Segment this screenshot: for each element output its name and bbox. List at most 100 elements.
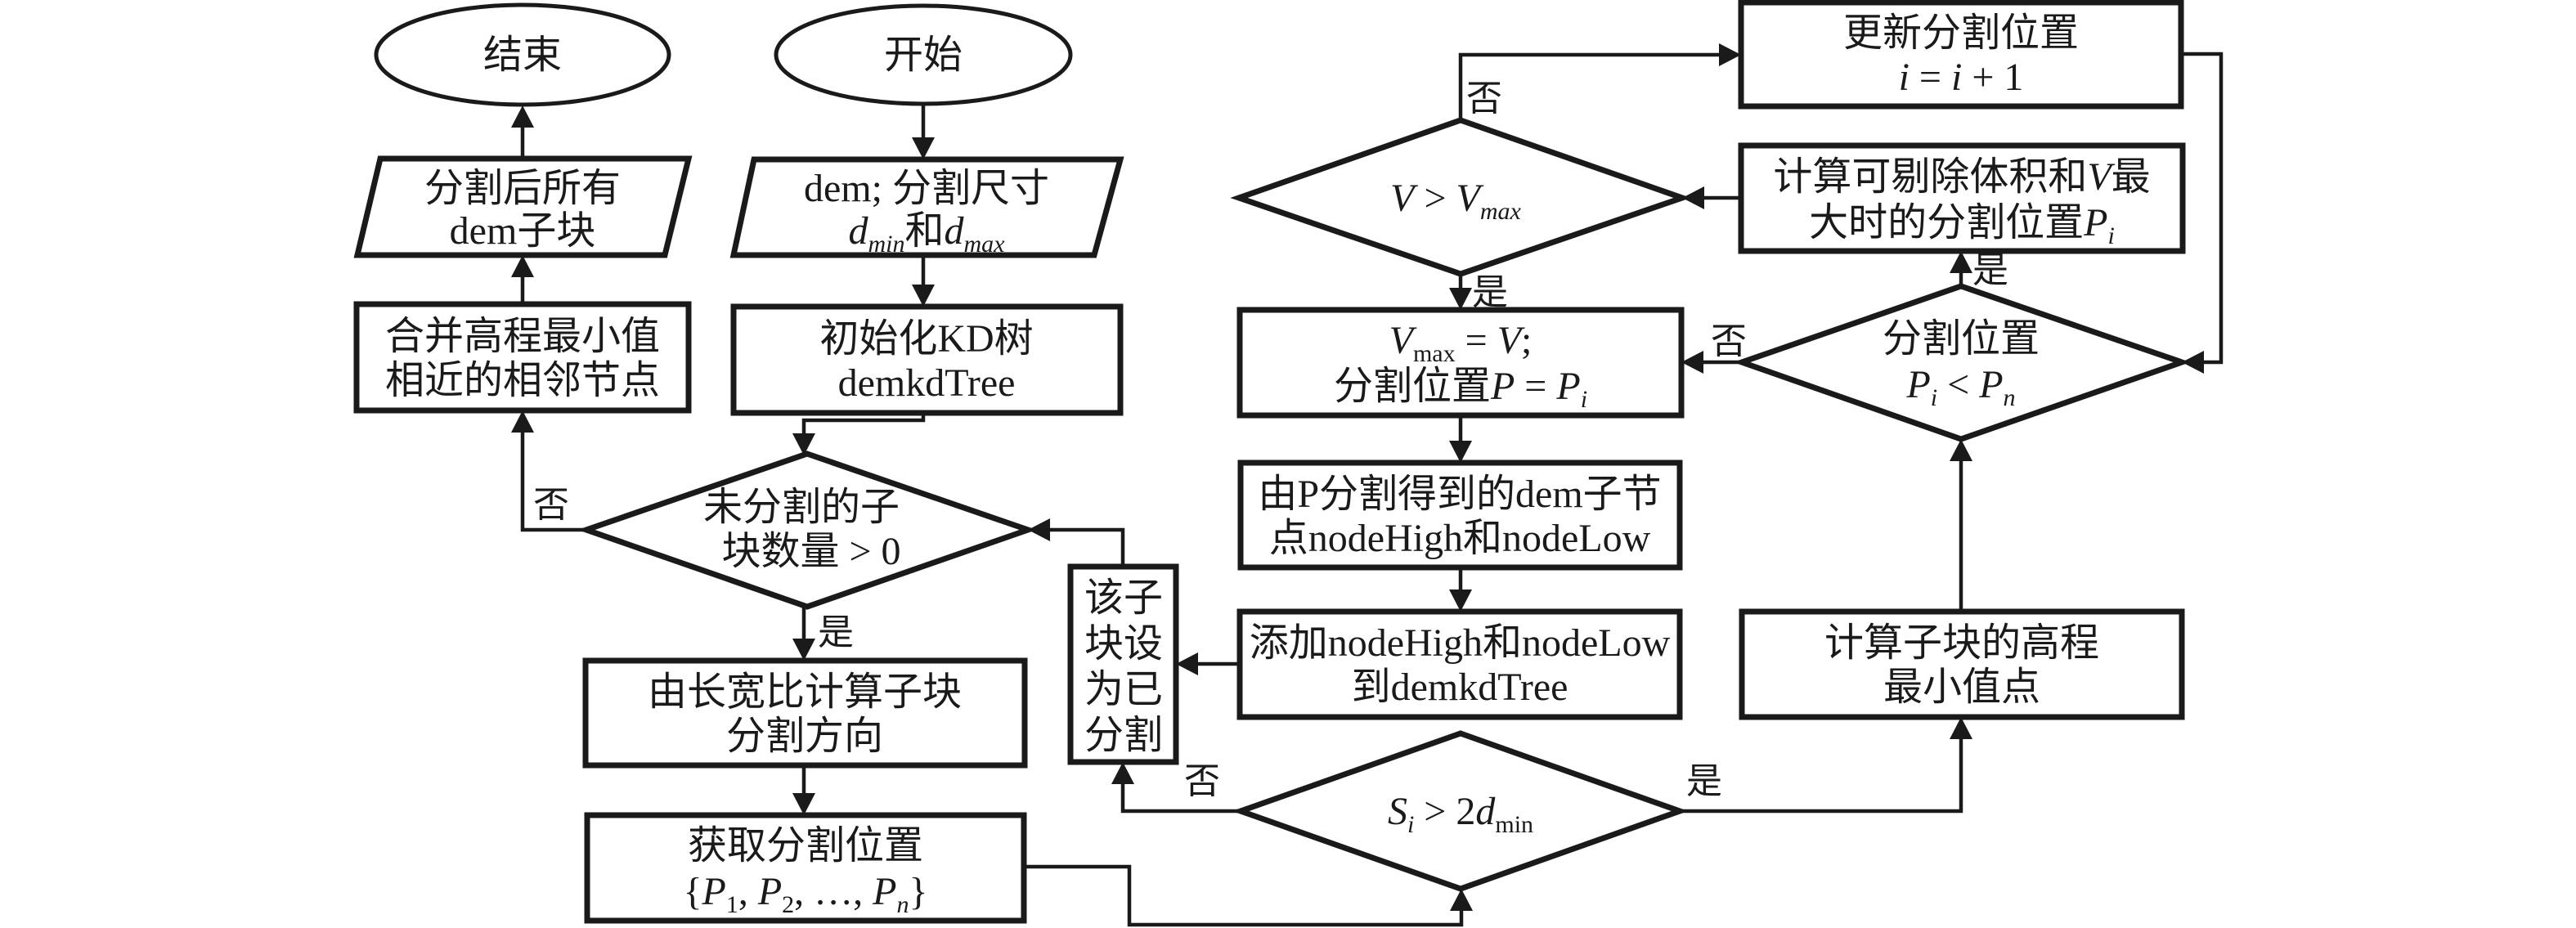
arrowhead-right <box>1719 43 1741 66</box>
edge-labels: 否 是 否 是 否 是 否 是 <box>533 78 2008 801</box>
math-d: d <box>945 209 965 253</box>
arrowhead-left <box>1176 652 1198 675</box>
math-v: V <box>2087 155 2115 199</box>
node-input-line1: dem; 分割尺寸 <box>804 167 1049 210</box>
node-add-line1: 添加nodeHigh和nodeLow <box>1250 621 1671 665</box>
decision-size-shape <box>1232 730 1689 892</box>
process-calcmin-shape <box>1739 608 2185 720</box>
decision-unsplit-shape <box>577 451 1037 610</box>
math-gt-2: > 2 <box>1414 790 1475 833</box>
node-pos-line1: 分割位置 <box>1883 317 2040 361</box>
terminal-start-shape <box>774 3 1073 106</box>
node-volume-line2: 大时的分割位置Pi <box>1809 201 2115 249</box>
math-sub-max: max <box>1480 198 1522 225</box>
brace-open: { <box>683 870 702 913</box>
label-no-sizecheck: 否 <box>1184 761 1220 801</box>
node-vmax-line1: Vmax = V; <box>1389 319 1533 367</box>
decision-pos-shape <box>1733 283 2191 442</box>
edge-sizecheck-calcmin <box>1680 737 1963 814</box>
node-update-line2: i = i + 1 <box>1899 56 2024 99</box>
math-v: V <box>1389 319 1417 362</box>
math-lt: < <box>1937 363 1979 406</box>
node-get-positions: 获取分割位置 {P1, P2, …, Pn} <box>584 812 1027 924</box>
process-mark-shape <box>1067 563 1179 765</box>
node-input: dem; 分割尺寸 dmin和dmax <box>729 156 1124 258</box>
math-sub-n: n <box>896 891 909 918</box>
node-mark-line4: 分割 <box>1084 714 1163 757</box>
process-volume-shape <box>1738 142 2186 254</box>
arrowhead-left <box>1681 351 1703 374</box>
arrowhead-up <box>511 255 534 277</box>
math-eq: = <box>1910 56 1951 99</box>
math-p: P <box>1905 363 1930 406</box>
node-getpos-line1: 获取分割位置 <box>688 824 923 867</box>
process-init-shape <box>730 303 1124 416</box>
process-vmax-shape <box>1236 307 1685 419</box>
edge-unsplit-merge <box>520 431 586 532</box>
math-p: P <box>872 870 896 913</box>
math-p: P <box>1555 365 1580 408</box>
comma: , <box>738 870 758 913</box>
node-v-check: V > Vmax <box>1230 117 1691 277</box>
node-size-check: Si > 2dmin <box>1232 730 1689 892</box>
text-position: 大时的分割位置 <box>1809 201 2084 244</box>
math-v: V <box>1497 319 1525 362</box>
node-pos-check: 分割位置 Pi < Pn <box>1733 283 2191 442</box>
arrowhead-left <box>1682 186 1704 209</box>
edge-init-unsplit <box>801 413 926 435</box>
arrowhead-up <box>1950 439 1972 461</box>
process-direction-shape <box>582 657 1028 769</box>
math-p: P <box>1978 363 2003 406</box>
math-eq: = <box>1515 365 1556 408</box>
math-eq: = <box>1456 319 1497 362</box>
process-merge-shape <box>353 301 692 414</box>
io-output-shape <box>353 155 693 258</box>
node-calc-volume: 计算可剔除体积和V最 大时的分割位置Pi <box>1738 142 2186 254</box>
math-i: i <box>1899 56 1910 99</box>
arrowhead-up <box>511 105 534 128</box>
math-p: P <box>757 870 782 913</box>
node-add-nodes: 添加nodeHigh和nodeLow 到demkdTree <box>1236 608 1683 720</box>
math-sub-i: i <box>1407 811 1414 838</box>
math-d: d <box>1475 790 1496 833</box>
text-he: 和 <box>905 209 945 253</box>
text-calc: 计算可剔除体积和 <box>1773 155 2087 199</box>
node-direction-line2: 分割方向 <box>726 715 883 758</box>
node-output-line2: dem子块 <box>450 209 596 253</box>
connectors <box>511 43 2224 927</box>
terminal-end-shape <box>374 2 671 107</box>
math-sub-min: min <box>1495 811 1533 838</box>
math-sub-i: i <box>1581 386 1587 413</box>
semicolon: ; <box>1521 319 1532 362</box>
node-end: 结束 <box>374 2 671 107</box>
node-start: 开始 <box>774 3 1073 106</box>
node-unsplit-line2: 块数量 > 0 <box>721 530 900 573</box>
node-init-line1: 初始化KD树 <box>819 317 1033 361</box>
label-yes-unsplit: 是 <box>818 612 854 652</box>
arrowhead-down <box>912 137 935 159</box>
node-mark-split: 该子 块设 为已 分割 <box>1067 563 1179 765</box>
node-mark-line2: 块设 <box>1084 622 1163 666</box>
math-sub-max: max <box>1413 340 1456 367</box>
label-yes-poscheck: 是 <box>1972 250 2008 290</box>
node-merge-line2: 相近的相邻节点 <box>385 359 660 402</box>
arrowhead-down <box>1449 590 1472 612</box>
arrowhead-down <box>912 285 935 307</box>
math-p: P <box>702 870 726 913</box>
label-no-vcheck: 否 <box>1466 78 1502 119</box>
node-size-label: Si > 2dmin <box>1388 790 1533 838</box>
math-i: i <box>1951 56 1962 99</box>
math-sub-n: n <box>2004 384 2016 411</box>
math-gt: > <box>1414 177 1456 220</box>
process-add-shape <box>1236 608 1683 720</box>
node-add-line2: 到demkdTree <box>1352 666 1568 709</box>
node-update-line1: 更新分割位置 <box>1843 11 2079 55</box>
text-position: 分割位置 <box>1334 365 1491 408</box>
edge-mark-unsplit <box>1048 527 1125 567</box>
arrowhead-down <box>792 433 815 455</box>
arrowhead-down <box>1449 441 1472 463</box>
node-pos-line2: Pi < Pn <box>1905 363 2015 411</box>
node-calc-min: 计算子块的高程 最小值点 <box>1739 608 2185 720</box>
label-yes-sizecheck: 是 <box>1686 761 1722 801</box>
